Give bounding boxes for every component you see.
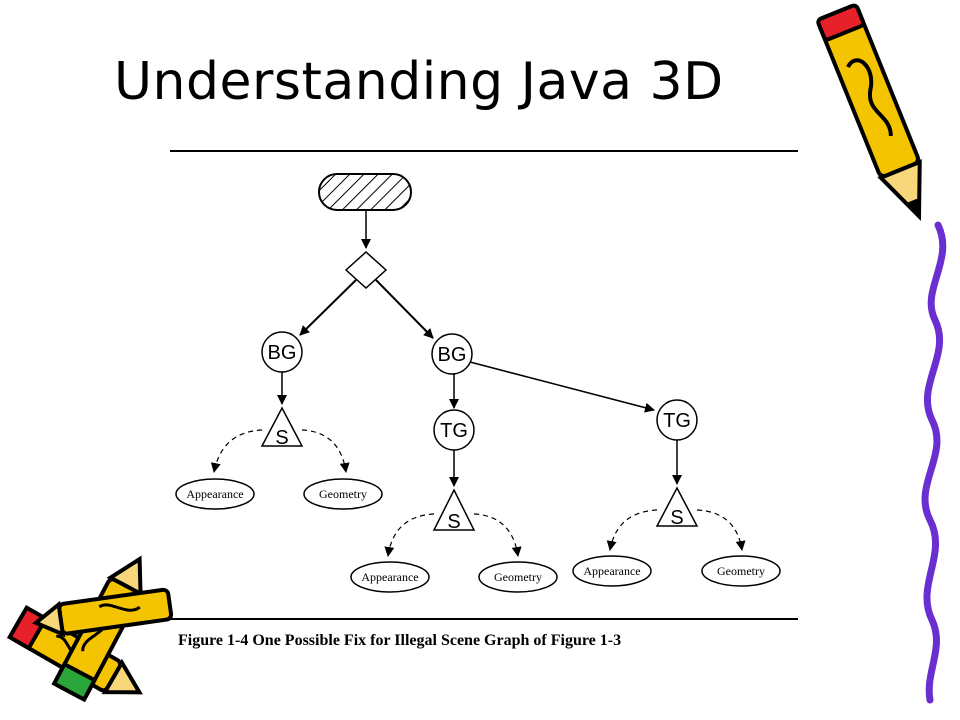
- bg-left-label: BG: [268, 342, 297, 364]
- shape-node-left: S: [260, 406, 304, 449]
- shape-middle-label: S: [447, 511, 460, 533]
- tg-right-label: TG: [663, 410, 691, 432]
- branch-group-node-right: BG: [431, 333, 473, 375]
- pencil-top-right-icon: [816, 3, 922, 222]
- shape-node-right: S: [655, 486, 699, 529]
- branch-group-node-left: BG: [261, 331, 303, 373]
- figure-caption: Figure 1-4 One Possible Fix for Illegal …: [178, 632, 622, 649]
- virtual-universe-node: [318, 173, 412, 211]
- shape-node-middle: S: [432, 488, 476, 533]
- geometry-left-label: Geometry: [319, 487, 367, 501]
- slide-title: Understanding Java 3D: [114, 52, 724, 112]
- bg-right-label: BG: [438, 344, 467, 366]
- tg-middle-label: TG: [440, 420, 468, 442]
- appearance-node-middle: Appearance: [350, 561, 430, 593]
- geometry-node-right: Geometry: [701, 555, 781, 587]
- edge-bg-right-tg-right: [469, 361, 655, 413]
- geometry-middle-label: Geometry: [494, 570, 542, 584]
- figure-bottom-rule: [170, 618, 798, 620]
- pencil-bottom-left-yellow-icon: [32, 587, 174, 638]
- appearance-node-right: Appearance: [572, 555, 652, 587]
- appearance-middle-label: Appearance: [361, 570, 418, 584]
- shape-left-label: S: [275, 427, 288, 449]
- appearance-left-label: Appearance: [186, 487, 243, 501]
- appearance-right-label: Appearance: [583, 564, 640, 578]
- appearance-node-left: Appearance: [175, 478, 255, 510]
- edge-locale-bg-right: [375, 279, 434, 339]
- figure-top-rule: [170, 150, 798, 152]
- edge-locale-bg-left: [299, 279, 357, 336]
- geometry-right-label: Geometry: [717, 564, 765, 578]
- purple-wavy-border-icon: [921, 221, 947, 704]
- locale-node: [344, 250, 388, 290]
- geometry-node-middle: Geometry: [478, 561, 558, 593]
- geometry-node-left: Geometry: [303, 478, 383, 510]
- shape-right-label: S: [670, 507, 683, 529]
